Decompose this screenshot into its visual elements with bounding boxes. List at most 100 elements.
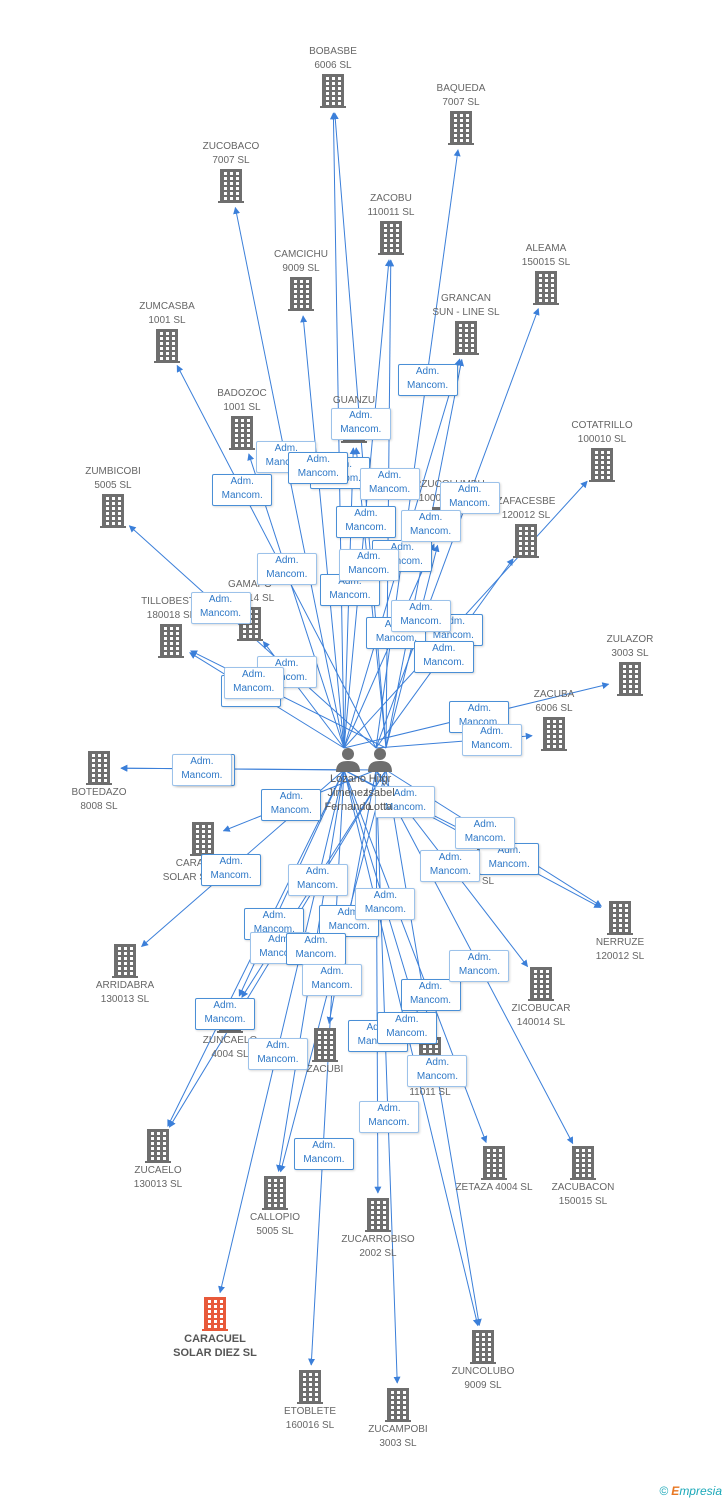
company-name: BOBASBE <box>309 46 357 57</box>
role-line-1: Adm. <box>268 933 292 945</box>
role-line-2: Mancom. <box>471 739 513 751</box>
role-label-adm-mancom[interactable]: Adm.Mancom. <box>201 854 262 887</box>
role-label-adm-mancom[interactable]: Adm.Mancom. <box>400 979 461 1011</box>
role-line-1: Adm. <box>213 999 237 1011</box>
role-line-2: Mancom. <box>259 947 301 959</box>
role-label-adm-mancom[interactable]: Adm.Mancom. <box>261 789 322 822</box>
role-line-2: Mancom. <box>464 833 506 845</box>
role-label-adm-mancom[interactable]: Adm.Mancom. <box>247 1037 308 1070</box>
role-line-1: Adm. <box>357 551 381 563</box>
role-label-adm-mancom[interactable]: Adm.Mancom. <box>287 864 348 897</box>
role-label-adm-mancom[interactable]: Adm.Mancom. <box>223 666 284 699</box>
role-label-adm-mancom[interactable]: Adm.Mancom. <box>293 1137 354 1170</box>
role-label-adm-mancom[interactable]: Adm.Mancom. <box>455 817 516 850</box>
role-line-1: Adm. <box>418 511 443 523</box>
role-label-adm-mancom[interactable]: Adm.Mancom. <box>171 753 232 786</box>
role-label-adm-mancom[interactable]: Adm.Mancom. <box>390 599 451 632</box>
company-node-bobasbe[interactable]: BOBASBE 6006 SL <box>273 45 393 109</box>
role-line-2: Mancom. <box>265 456 307 468</box>
relation-edge <box>343 259 392 749</box>
role-label-adm-mancom[interactable]: Adm.Mancom. <box>400 509 461 542</box>
company-name: BADOZOC <box>217 388 267 399</box>
role-line-2: Mancom. <box>368 1117 410 1129</box>
role-line-1: Adm. <box>441 616 466 628</box>
role-label-adm-mancom[interactable]: Adm.Mancom. <box>286 932 347 965</box>
company-suffix: 180018 SL <box>146 610 196 621</box>
company-suffix: 6006 SL <box>314 60 352 71</box>
company-name: COTATRILLO <box>571 420 633 431</box>
role-line-1: Adm. <box>457 484 482 496</box>
role-line-1: Adm. <box>497 845 521 857</box>
role-label-adm-mancom[interactable]: Adm.Mancom. <box>461 723 522 756</box>
role-label-adm-mancom[interactable]: Adm.Mancom. <box>330 407 391 440</box>
role-label-adm-mancom[interactable]: Adm.Mancom. <box>335 506 396 539</box>
role-line-2: Mancom. <box>407 380 449 392</box>
role-label-adm-mancom[interactable]: Adm. Mancom. <box>358 1101 419 1134</box>
role-label-adm-mancom[interactable]: Adm.Mancom. <box>338 549 399 582</box>
role-label-adm-mancom[interactable]: Adm.Mancom. <box>449 949 510 982</box>
role-label-adm-mancom[interactable]: Adm.Mancom. <box>302 964 363 997</box>
role-line-2: Mancom. <box>364 904 406 916</box>
company-suffix: 160016 SL <box>285 1420 335 1431</box>
company-node-zetaza[interactable]: ZETAZA 4004 SL <box>434 1145 554 1195</box>
role-label-adm-mancom[interactable]: Adm.Mancom. <box>407 1055 468 1088</box>
role-label-adm-mancom[interactable]: Adm.Mancom. <box>212 473 273 506</box>
role-line-2: Mancom. <box>257 1053 299 1065</box>
company-name: ARRIDABRA <box>95 980 155 991</box>
company-name: CALLOPIO <box>249 1212 301 1223</box>
building-icon <box>112 944 138 978</box>
company-name: ZACUBA <box>533 689 575 700</box>
role-label-adm-mancom[interactable]: Adm.Mancom. <box>375 785 436 818</box>
role-label-adm-mancom[interactable]: Adm.Mancom. <box>195 997 256 1030</box>
company-name: ZUCARROBISO <box>341 1234 415 1245</box>
role-line-1: Adm. <box>438 852 463 864</box>
company-node-zacubi[interactable]: ZACUBI <box>265 1027 385 1077</box>
role-label-adm-mancom[interactable]: Adm.Mancom. <box>355 888 416 921</box>
role-label-adm-mancom[interactable]: Adm.Mancom. <box>420 850 481 883</box>
role-label-adm-mancom[interactable]: Adm.Mancom. <box>439 482 500 515</box>
role-line-1: Adm. <box>312 1139 336 1151</box>
role-label-adm-mancom[interactable]: Adm.Mancom. <box>413 640 474 673</box>
role-line-2: Mancom. <box>270 805 312 817</box>
role-label-adm-mancom[interactable]: Adm.Mancom. <box>288 451 349 484</box>
role-label-adm-mancom[interactable]: Adm.Mancom. <box>256 553 317 586</box>
role-label-adm-mancom[interactable]: Adm.Mancom. <box>376 1011 437 1044</box>
role-label-adm-mancom[interactable]: Adm.Mancom. <box>190 591 251 624</box>
role-line-1: Adm. <box>377 1103 401 1115</box>
company-name: CARACUEL <box>184 1333 246 1345</box>
role-label-adm-mancom[interactable]: Adm.Mancom. <box>359 467 420 500</box>
company-suffix: SUN - LINE SL <box>432 307 500 318</box>
company-suffix: 150015 SL <box>558 1196 608 1207</box>
role-label-adm-mancom[interactable]: Adm. Mancom. <box>397 364 458 397</box>
role-line-1: Adm. <box>415 366 440 378</box>
